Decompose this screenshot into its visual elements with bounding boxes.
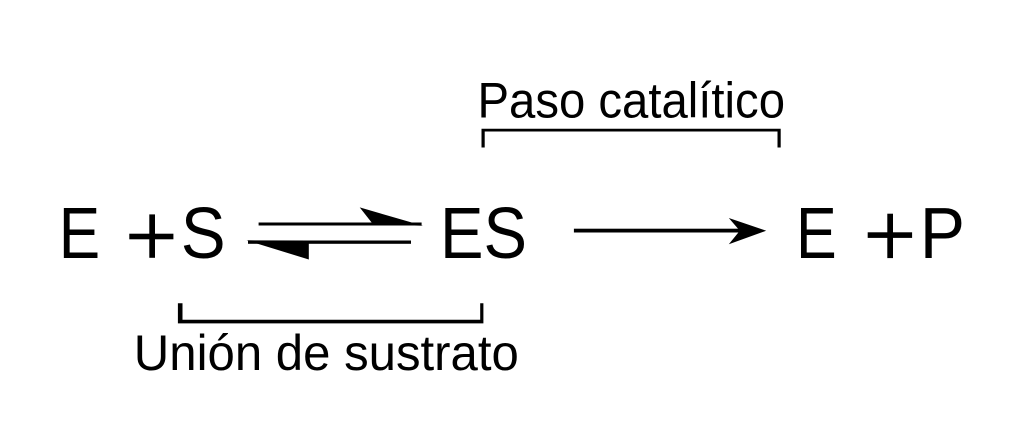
svg-text:E: E — [796, 193, 837, 274]
svg-text:S: S — [181, 193, 226, 274]
svg-text:Unión de sustrato: Unión de sustrato — [134, 325, 519, 381]
svg-text:ES: ES — [440, 193, 527, 274]
svg-text:P: P — [920, 193, 965, 274]
svg-text:Paso catalítico: Paso catalítico — [478, 73, 786, 129]
svg-text:E: E — [59, 193, 100, 274]
